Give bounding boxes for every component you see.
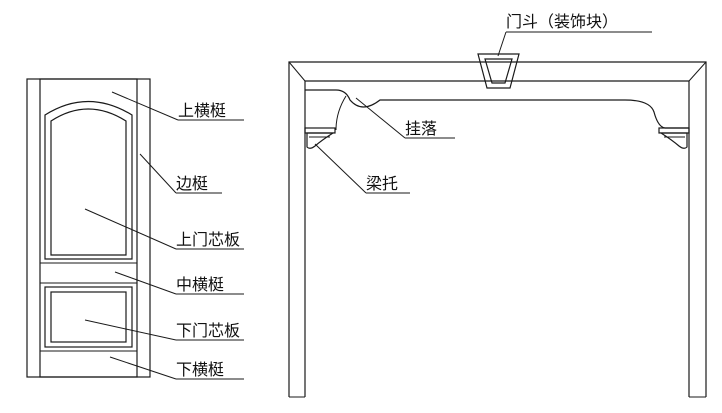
keystone-outer — [477, 53, 520, 89]
leader-bottom-rail — [109, 356, 177, 380]
leader-keystone — [497, 31, 507, 57]
frame-inner — [304, 80, 690, 397]
leader-middle-rail — [114, 271, 177, 295]
label-stile: 边梃 — [176, 174, 208, 193]
miter-right — [688, 61, 707, 82]
corbel-left — [306, 132, 336, 149]
miter-left — [288, 61, 306, 82]
leader-corbel — [314, 143, 367, 194]
door-leaf — [26, 78, 151, 378]
label-keystone: 门斗（装饰块） — [506, 12, 618, 31]
label-lower-panel: 下门芯板 — [176, 321, 240, 340]
label-top-rail: 上横梃 — [178, 101, 226, 120]
valance-curve — [305, 89, 689, 129]
door-stiles-inner — [39, 78, 138, 378]
label-corbel: 梁托 — [366, 174, 398, 193]
keystone-inner — [484, 58, 513, 84]
leader-upper-panel — [84, 208, 177, 250]
corbel-right-cap — [658, 127, 690, 134]
label-middle-rail: 中横梃 — [176, 275, 224, 294]
door-frame — [288, 53, 707, 398]
leader-stile — [139, 153, 177, 194]
label-valance: 挂落 — [405, 119, 437, 138]
corbel-left-cap — [304, 127, 336, 134]
leader-valance — [355, 97, 406, 139]
upper-panel-outer — [44, 100, 133, 260]
frame-outer — [288, 61, 707, 397]
label-upper-panel: 上门芯板 — [176, 230, 240, 249]
door-callouts: 上横梃 边梃 上门芯板 中横梃 下门芯板 下横梃 — [84, 91, 244, 380]
valance-left-end — [335, 95, 347, 131]
corbel-right — [658, 132, 688, 149]
lower-panel-inner — [50, 291, 127, 343]
frame-callouts: 门斗（装饰块） 挂落 梁托 — [314, 12, 652, 194]
lower-panel-outer — [44, 286, 133, 348]
label-bottom-rail: 下横梃 — [176, 360, 224, 379]
leader-top-rail — [111, 91, 179, 121]
upper-panel-inner — [50, 108, 127, 256]
leader-lower-panel — [84, 319, 177, 341]
